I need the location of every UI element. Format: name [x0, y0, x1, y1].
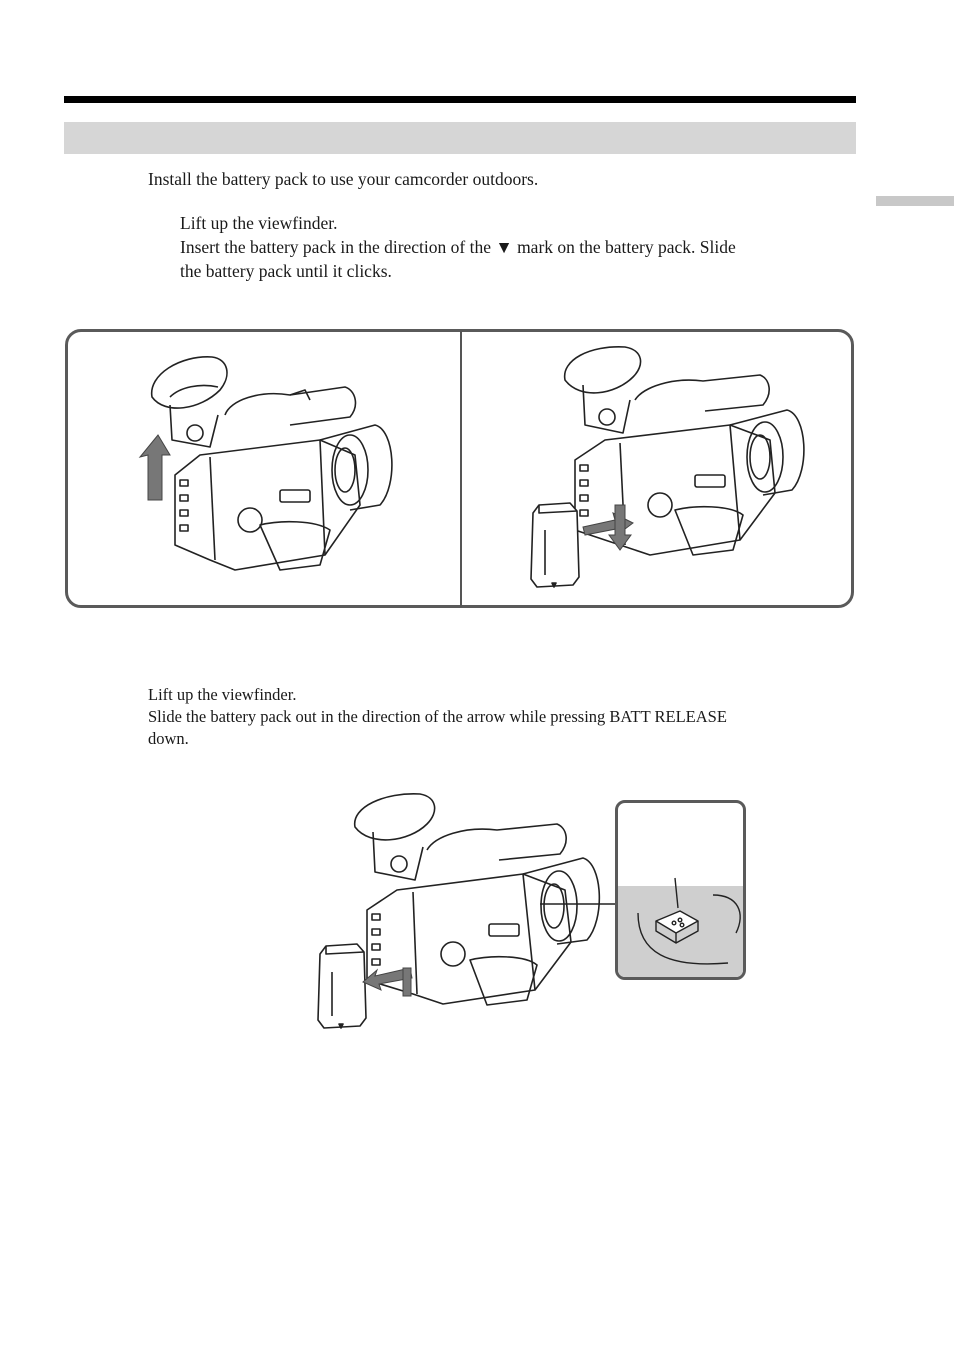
battery-remove-illustration	[317, 793, 615, 1029]
panel-divider	[460, 331, 462, 607]
install-step-2: Insert the battery pack in the direction…	[180, 237, 736, 257]
battery-insert-illustration	[530, 346, 805, 588]
side-tab	[876, 196, 954, 206]
install-step-1: Lift up the viewfinder.	[180, 213, 338, 233]
top-rule	[64, 96, 856, 103]
batt-release-closeup	[637, 877, 741, 965]
remove-step-2-cont: down.	[148, 729, 189, 748]
up-arrow-icon	[138, 434, 171, 501]
install-illustration-panel	[65, 329, 854, 608]
remove-step-1: Lift up the viewfinder.	[148, 685, 297, 704]
intro-text: Install the battery pack to use your cam…	[148, 169, 539, 189]
section-header-band	[64, 122, 856, 154]
down-arrow-icon	[608, 504, 632, 551]
remove-step-2: Slide the battery pack out in the direct…	[148, 707, 727, 726]
install-step-2-cont: the battery pack until it clicks.	[180, 261, 392, 281]
batt-release-inset	[615, 800, 746, 980]
camcorder-viewfinder-illustration	[138, 356, 393, 571]
